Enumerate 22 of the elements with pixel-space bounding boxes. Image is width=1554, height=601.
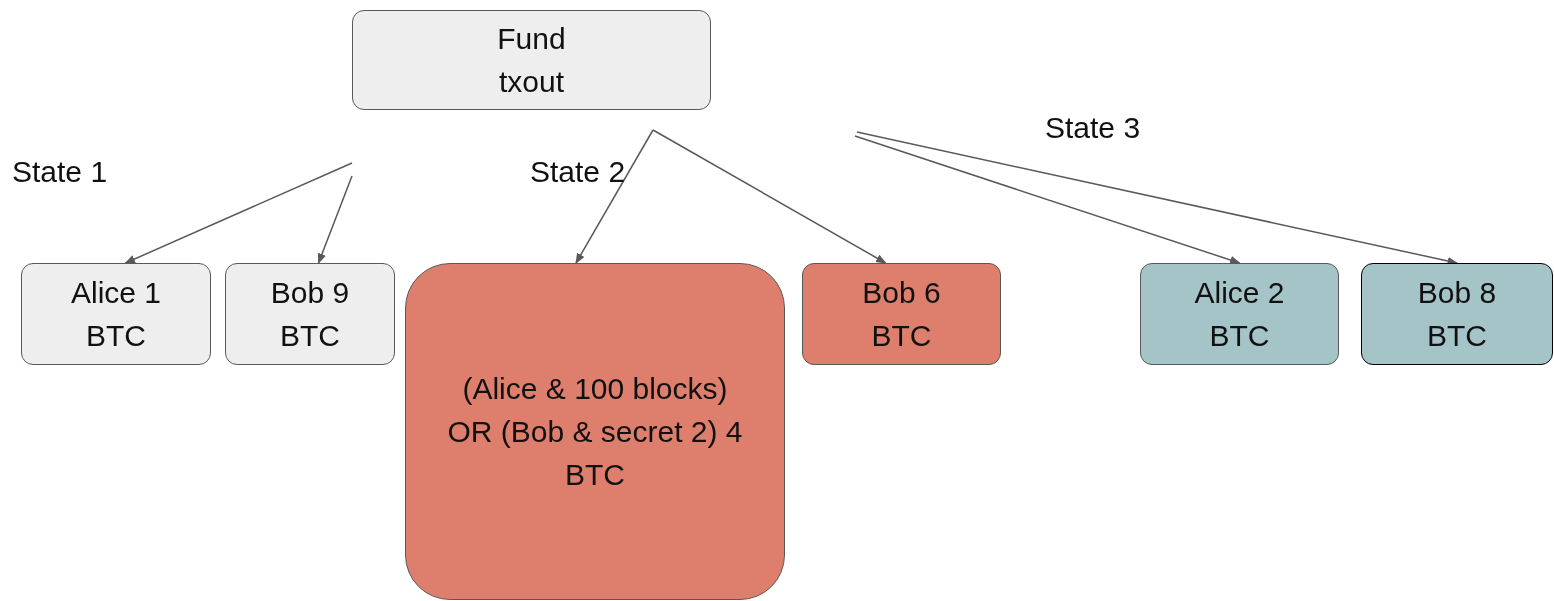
arrow (652, 129, 887, 264)
state-label: State 3 (1045, 110, 1141, 146)
arrow (124, 162, 353, 264)
state-label: State 1 (12, 154, 108, 190)
arrow (317, 175, 353, 264)
arrow (854, 135, 1241, 264)
output-box (802, 263, 1001, 365)
box-label: Fund txout (496, 21, 567, 100)
output-box (21, 263, 211, 365)
output-box (1361, 263, 1553, 365)
box-label: Bob 9 BTC (269, 275, 351, 354)
state-label: State 2 (530, 154, 626, 190)
arrow (575, 129, 654, 264)
box-label: Bob 8 BTC (1416, 275, 1498, 354)
output-box (225, 263, 395, 365)
process-box (352, 10, 711, 110)
box-label: Alice 1 BTC (69, 275, 162, 354)
box-label: (Alice & 100 blocks) OR (Bob & secret 2) 4 BTC (446, 371, 744, 493)
output-box (1140, 263, 1339, 365)
box-label: Alice 2 BTC (1193, 275, 1286, 354)
box-label: Bob 6 BTC (861, 275, 942, 354)
output-box (405, 263, 785, 600)
